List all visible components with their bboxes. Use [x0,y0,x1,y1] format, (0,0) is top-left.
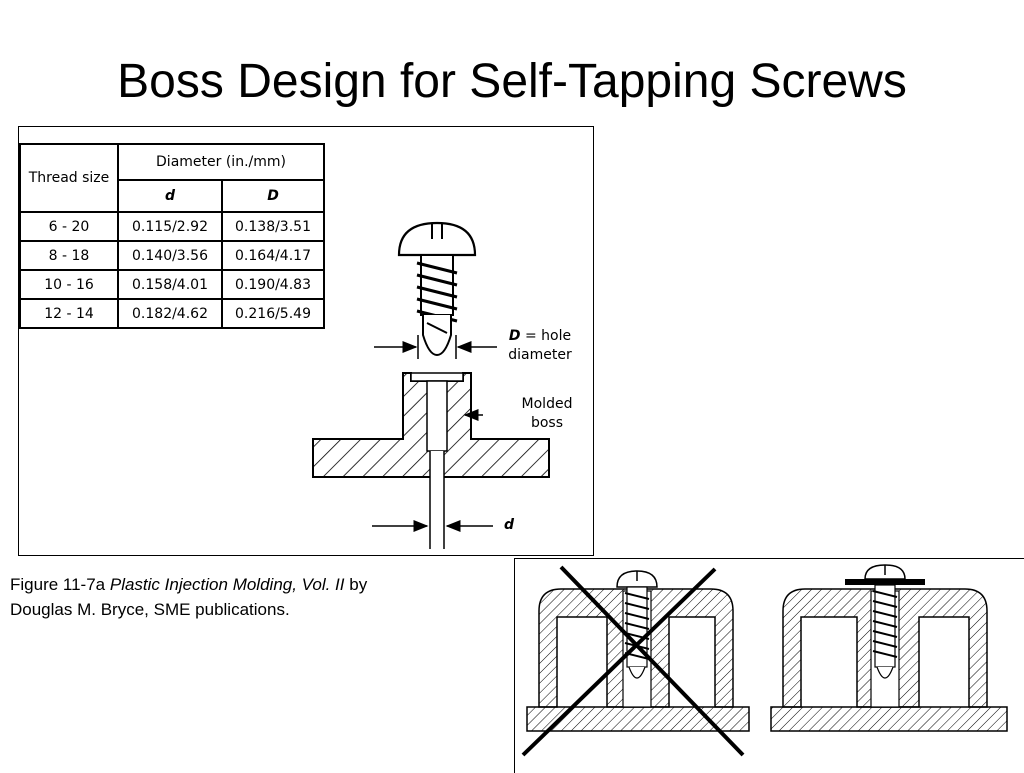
boss-comparison-drawing [521,564,1008,757]
boss-comparison-figure [514,558,1024,773]
table-row: 6 - 20 0.115/2.92 0.138/3.51 [19,211,325,242]
thread-size-table: Thread size Diameter (in./mm) d D 6 - 20… [19,143,325,329]
screw-icon [397,221,477,357]
table-row: 12 - 14 0.182/4.62 0.216/5.49 [19,298,325,329]
diameter-header: Diameter (in./mm) [117,143,325,181]
molded-boss [312,372,550,549]
d-label: d [503,517,515,533]
hole-diameter-dimension [374,335,497,359]
hole-diameter-label: D = hole diameter [508,328,572,363]
incorrect-boss-design [521,565,750,757]
correct-boss-design [770,564,1008,732]
boss-design-figure: Thread size Diameter (in./mm) d D 6 - 20… [18,126,594,556]
table-row: 8 - 18 0.140/3.56 0.164/4.17 [19,240,325,271]
figure-caption: Figure 11-7a Plastic Injection Molding, … [10,575,368,619]
molded-boss-label: Molded boss [521,396,573,431]
slide-title: Boss Design for Self-Tapping Screws [117,55,907,108]
table-row: 10 - 16 0.158/4.01 0.190/4.83 [19,269,325,300]
boss-diagram-drawing [312,221,550,549]
thread-size-header: Thread size [19,143,119,213]
col-d-header: d [117,179,223,213]
col-D-header: D [221,179,325,213]
